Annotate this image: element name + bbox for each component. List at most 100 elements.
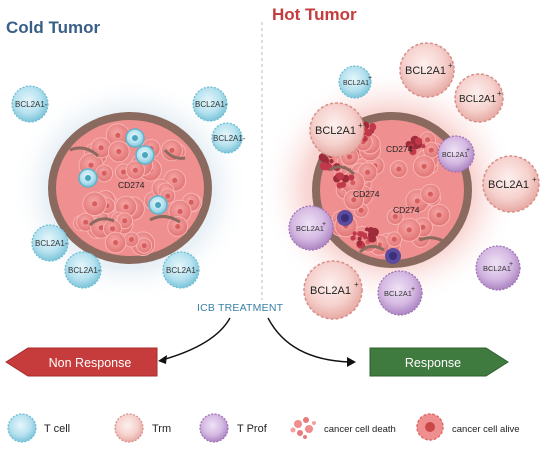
cancer-cell-nucleus bbox=[175, 224, 181, 229]
cancer-cell-nucleus bbox=[427, 191, 433, 197]
cancer-cell-nucleus bbox=[351, 197, 357, 203]
hot-tprof-4: BCL2A1 + bbox=[475, 245, 521, 291]
cancer-cell-nucleus bbox=[123, 204, 129, 210]
svg-text:cancer cell death: cancer cell death bbox=[324, 424, 396, 435]
dying-cell-fragment bbox=[318, 153, 327, 161]
cold-tcell-1: BCL2A1- bbox=[11, 85, 49, 123]
legend-cancer-alive: cancer cell alive bbox=[416, 413, 520, 441]
cancer-cell-nucleus bbox=[436, 212, 442, 218]
svg-text:T Prof: T Prof bbox=[237, 423, 268, 435]
legend-t-prof: T Prof bbox=[199, 413, 268, 443]
cancer-cell-nucleus bbox=[83, 219, 89, 225]
svg-text:BCL2A1: BCL2A1 bbox=[315, 125, 356, 137]
cancer-cell-nucleus bbox=[177, 209, 183, 214]
dying-cell-fragment bbox=[319, 161, 329, 171]
svg-text:+: + bbox=[532, 175, 537, 184]
cold-tcell-2: BCL2A1- bbox=[192, 86, 228, 122]
cold-tcell-3: BCL2A1- bbox=[211, 122, 246, 154]
cancer-cell-nucleus bbox=[347, 154, 352, 160]
hot-dark-nuclei bbox=[337, 210, 401, 264]
non-response-badge: Non Response bbox=[5, 347, 158, 377]
trm-icon bbox=[114, 413, 144, 443]
cancer-cell-nucleus bbox=[110, 226, 115, 232]
dying-cell-fragment bbox=[359, 231, 365, 238]
svg-text:+: + bbox=[411, 286, 415, 293]
cancer-cell-alive-icon bbox=[416, 413, 444, 441]
svg-text:+: + bbox=[358, 121, 363, 130]
cancer-cell-nucleus bbox=[92, 201, 98, 207]
cancer-cell-nucleus bbox=[350, 180, 356, 186]
svg-text:+: + bbox=[466, 147, 470, 154]
dying-cell-fragment bbox=[421, 144, 426, 149]
hot-trm-5: BCL2A1 + bbox=[303, 260, 363, 320]
cancer-cell-nucleus bbox=[116, 149, 122, 154]
cancer-cell-nucleus bbox=[396, 166, 402, 172]
svg-text:BCL2A1: BCL2A1 bbox=[442, 152, 468, 159]
hot-trm-1: BCL2A1 + bbox=[399, 42, 455, 98]
cancer-cell-death-icon bbox=[290, 417, 316, 439]
svg-text:BCL2A1: BCL2A1 bbox=[483, 264, 511, 273]
cancer-cell-nucleus bbox=[392, 214, 398, 219]
svg-text:BCL2A1: BCL2A1 bbox=[296, 224, 324, 233]
cold-tcell-2-label: BCL2A1- bbox=[195, 100, 228, 109]
response-badge: Response bbox=[369, 347, 509, 377]
response-label: Response bbox=[405, 356, 461, 370]
cold-tcell-6: BCL2A1- bbox=[162, 251, 200, 289]
svg-text:+: + bbox=[322, 221, 326, 228]
dying-cell-fragment bbox=[348, 174, 355, 181]
hot-cd274-label-3: CD274 bbox=[393, 205, 420, 215]
dying-cell-fragment bbox=[409, 148, 417, 156]
non-response-label: Non Response bbox=[49, 356, 132, 370]
cold-tumor-group: CD274 bbox=[10, 78, 250, 302]
svg-text:BCL2A1: BCL2A1 bbox=[488, 179, 529, 191]
cold-tcell-4-label: BCL2A1- bbox=[35, 239, 68, 248]
svg-text:T cell: T cell bbox=[44, 423, 70, 435]
legend-t-cell: T cell bbox=[7, 413, 70, 443]
legend-trm: Trm bbox=[114, 413, 171, 443]
hot-tprof-3: BCL2A1 + bbox=[377, 270, 423, 316]
cold-tcell-6-label: BCL2A1- bbox=[166, 266, 199, 275]
arrow-to-response bbox=[267, 317, 351, 363]
dying-cell-fragment bbox=[350, 235, 356, 241]
t-prof-icon bbox=[199, 413, 229, 443]
hot-cd274-label-2: CD274 bbox=[353, 189, 380, 199]
cancer-cell-nucleus bbox=[132, 167, 138, 173]
cancer-cell-nucleus bbox=[169, 147, 175, 153]
legend: T cell Trm T Prof cancer cell death bbox=[7, 413, 520, 443]
cancer-cell-nucleus bbox=[128, 237, 134, 242]
cancer-cell-nucleus bbox=[113, 240, 119, 246]
hot-trm-3: BCL2A1 + bbox=[309, 102, 365, 158]
cancer-cell-nucleus bbox=[141, 243, 147, 249]
cancer-cell-nucleus bbox=[121, 169, 126, 175]
cancer-cell-nucleus bbox=[98, 145, 104, 151]
svg-text:BCL2A1: BCL2A1 bbox=[405, 65, 446, 77]
cold-infiltrating-tcells bbox=[78, 128, 168, 215]
cancer-cell-nucleus bbox=[428, 147, 434, 153]
svg-text:+: + bbox=[497, 89, 502, 98]
cold-cd274-label: CD274 bbox=[118, 180, 145, 190]
cancer-cell-nucleus bbox=[98, 225, 104, 231]
cold-tumor-title: Cold Tumor bbox=[6, 18, 100, 37]
dying-cell-fragment bbox=[339, 181, 347, 188]
hot-tprof-1: BCL2A1 + bbox=[437, 135, 475, 173]
dying-cell-fragment bbox=[336, 172, 345, 181]
dying-cell-fragment bbox=[357, 236, 362, 241]
dying-cell-fragment bbox=[369, 123, 377, 131]
icb-treatment-label: ICB TREATMENT bbox=[197, 302, 284, 314]
cancer-cell-nucleus bbox=[365, 169, 371, 175]
svg-text:BCL2A1: BCL2A1 bbox=[384, 289, 412, 298]
hot-trm-2: BCL2A1 + bbox=[454, 73, 504, 123]
hot-tprof-2: BCL2A1 + bbox=[288, 205, 334, 251]
hot-trm-4: BCL2A1 + bbox=[482, 155, 540, 213]
cold-tcell-5-label: BCL2A1- bbox=[68, 266, 101, 275]
cancer-cell-nucleus bbox=[406, 227, 412, 233]
cancer-cell-nucleus bbox=[391, 236, 397, 242]
dying-cell-fragment bbox=[365, 129, 373, 137]
cancer-cell-nucleus bbox=[414, 198, 420, 204]
dying-cell-fragment bbox=[369, 235, 377, 243]
cancer-cell-nucleus bbox=[188, 199, 194, 205]
svg-text:cancer cell alive: cancer cell alive bbox=[452, 424, 520, 435]
dying-cell-fragment bbox=[352, 231, 357, 236]
